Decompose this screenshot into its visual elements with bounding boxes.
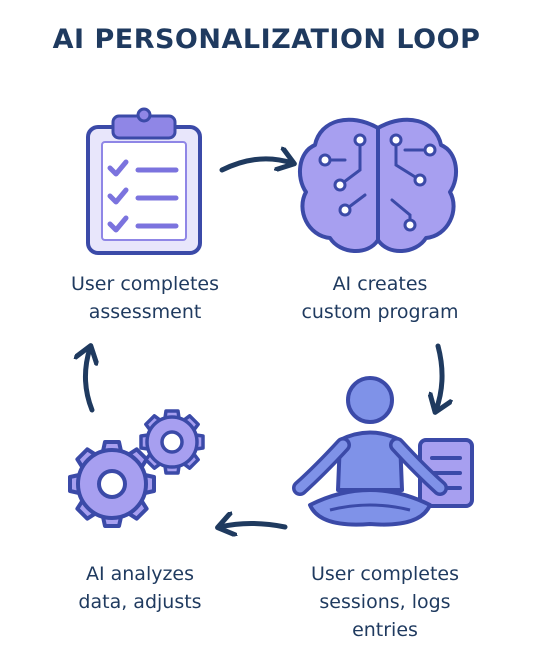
step-label-sessions: User completes sessions, logs entries: [311, 563, 459, 641]
arrow-assessment-to-program: [219, 159, 292, 170]
meditating-person-icon: [292, 376, 474, 527]
step-label-analyze: AI analyzes data, adjusts: [78, 563, 202, 613]
step-label-assessment: User completes assessment: [71, 273, 219, 323]
arrow-analyze-to-assessment: [85, 348, 92, 413]
arrow-program-to-sessions: [436, 343, 442, 410]
gears-icon: [68, 409, 205, 528]
brain-circuit-icon: [297, 117, 459, 254]
arrow-sessions-to-analyze: [220, 524, 288, 528]
clipboard-checklist-icon: [86, 107, 202, 255]
diagram-title: AI PERSONALIZATION LOOP: [52, 24, 481, 55]
step-label-ai-program: AI creates custom program: [301, 273, 459, 323]
